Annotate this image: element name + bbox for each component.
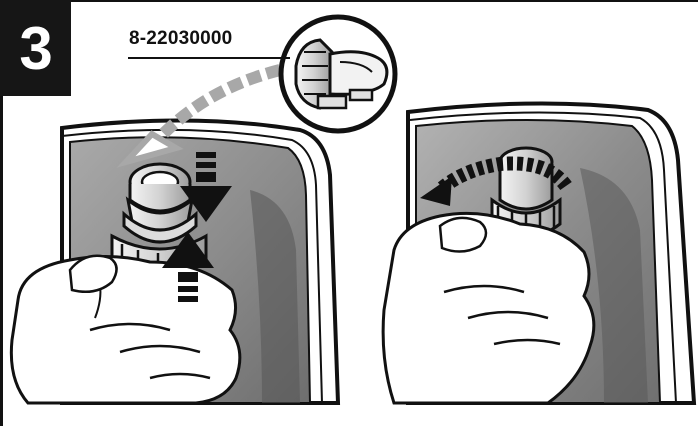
left-scene (11, 70, 338, 403)
step-number-badge: 3 (0, 0, 71, 96)
part-number-leader-line (128, 57, 290, 59)
right-scene (383, 103, 694, 403)
left-hand (11, 256, 240, 403)
magnified-connector-callout (281, 17, 395, 131)
part-number-label: 8-22030000 (129, 28, 232, 50)
right-hand (383, 213, 594, 403)
